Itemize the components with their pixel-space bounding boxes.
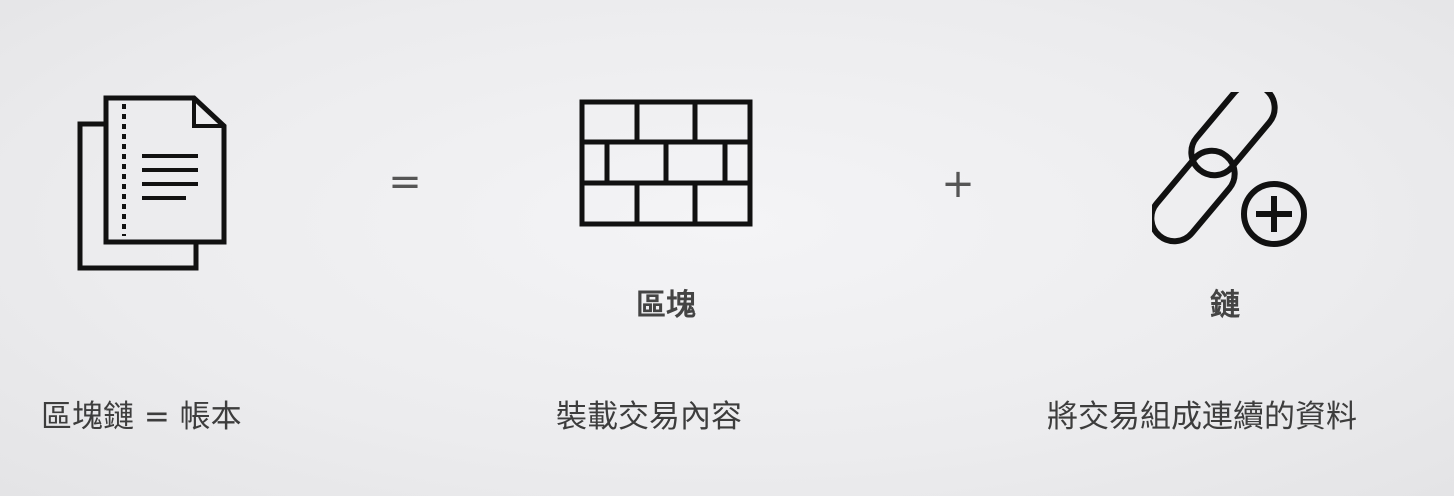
block-label: 區塊 — [636, 288, 696, 323]
equals-sign: = — [388, 159, 422, 205]
chain-link-add-icon — [1152, 92, 1312, 252]
ledger-caption: 區塊鏈 = 帳本 — [41, 399, 242, 435]
block-caption: 裝載交易內容 — [556, 399, 742, 435]
chain-caption: 將交易組成連續的資料 — [1047, 399, 1357, 435]
brick-wall-icon — [579, 99, 753, 227]
document-stack-icon — [76, 94, 232, 274]
plus-sign: + — [941, 161, 975, 207]
chain-label: 鏈 — [1210, 288, 1240, 323]
